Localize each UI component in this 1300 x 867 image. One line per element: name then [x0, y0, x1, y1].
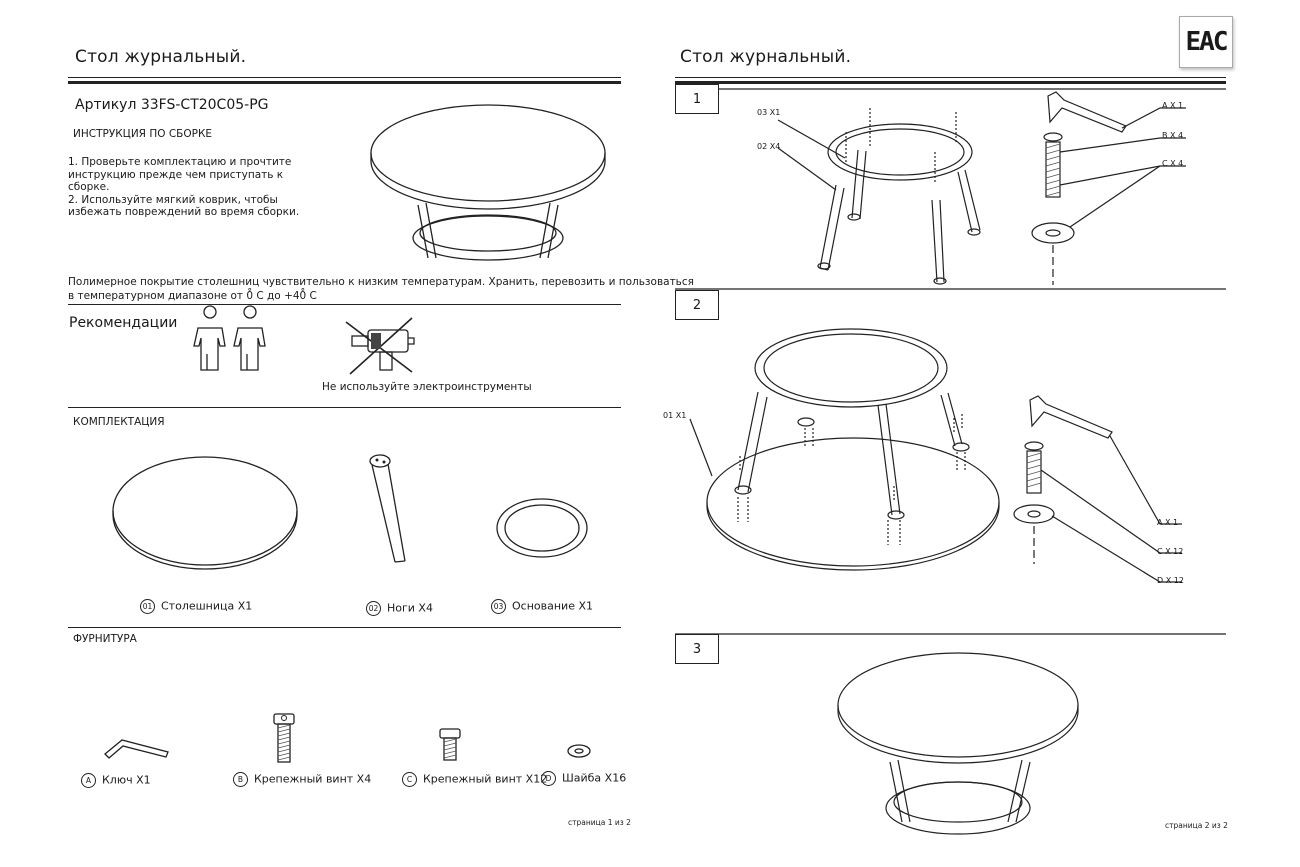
step-1-callout-legs: 02 X4 [757, 142, 781, 151]
hardware-code-badge: A [81, 773, 96, 788]
page-number-right: страница 2 из 2 [1165, 821, 1228, 830]
divider [68, 407, 621, 408]
temperature-notice: Полимерное покрытие столешниц чувствител… [68, 275, 694, 303]
title-rule [675, 77, 1226, 78]
step-1-callout-base: 03 X1 [757, 108, 781, 117]
step-2-callout-screw-c: C X 12 [1157, 547, 1184, 556]
kit-code-badge: 03 [491, 599, 506, 614]
hardware-item-screw-b: B Крепежный винт X4 [233, 772, 371, 787]
hardware-item-label: Крепежный винт X4 [254, 772, 372, 786]
hardware-item-label: Крепежный винт X12 [423, 772, 548, 786]
kit-code-badge: 02 [366, 601, 381, 616]
kit-code-badge: 01 [140, 599, 155, 614]
notice-line: в температурном диапазоне от 0̊ С до +40… [68, 290, 317, 302]
title-rule [68, 77, 621, 78]
step-2-callout-washer-d: D X 12 [1157, 576, 1184, 585]
kit-item-label: Основание X1 [512, 599, 593, 613]
instruction-line: инструкцию прежде чем приступать к [68, 168, 284, 181]
kit-item-legs: 02 Ноги X4 [366, 601, 433, 616]
eac-mark-text: EAC [1185, 27, 1229, 57]
hardware-item-label: Шайба X16 [562, 771, 627, 785]
title-rule-thick [68, 81, 621, 84]
hardware-code-badge: C [402, 772, 417, 787]
eac-mark: EAC [1179, 16, 1233, 68]
hardware-item-washer: D Шайба X16 [541, 771, 626, 786]
article-number: Артикул 33FS-CT20C05-PG [75, 97, 269, 113]
hardware-item-screw-c: C Крепежный винт X12 [402, 772, 547, 787]
instruction-line: сборке. [68, 181, 110, 193]
kit-item-label: Ноги X4 [387, 601, 433, 615]
instructions-heading: ИНСТРУКЦИЯ ПО СБОРКЕ [73, 128, 213, 140]
left-page-title: Стол журнальный. [75, 47, 247, 67]
step-number-2: 2 [675, 290, 719, 320]
hardware-heading: ФУРНИТУРА [73, 633, 137, 645]
step-1-callout-screw-c: C X 4 [1162, 159, 1184, 168]
title-rule-thick [675, 81, 1226, 84]
instructions-list: 1. Проверьте комплектацию и прочтите инс… [68, 156, 299, 219]
right-page-title: Стол журнальный. [680, 47, 852, 67]
step-1-callout-key: A X 1 [1162, 101, 1184, 110]
hardware-code-badge: D [541, 771, 556, 786]
instruction-line: 2. Используйте мягкий коврик, чтобы [68, 193, 278, 206]
notice-line: Полимерное покрытие столешниц чувствител… [68, 276, 694, 288]
instruction-line: избежать повреждений во время сборки. [68, 206, 300, 218]
kit-item-tabletop: 01 Столешница X1 [140, 599, 252, 614]
step-2-callout-tabletop: 01 X1 [663, 411, 687, 420]
kit-item-base: 03 Основание X1 [491, 599, 593, 614]
page-number-left: страница 1 из 2 [568, 818, 631, 827]
step-2-callout-key: A X 1 [1157, 518, 1179, 527]
step-number-1: 1 [675, 84, 719, 114]
divider [68, 627, 621, 628]
kit-heading: КОМПЛЕКТАЦИЯ [73, 416, 165, 428]
no-power-tools-label: Не используйте электроинструменты [322, 381, 532, 393]
hardware-code-badge: B [233, 772, 248, 787]
hardware-item-label: Ключ X1 [102, 773, 151, 787]
recommendations-heading: Рекомендации [69, 315, 178, 331]
step-1-callout-screw-b: B X 4 [1162, 131, 1184, 140]
kit-item-label: Столешница X1 [161, 599, 253, 613]
divider [68, 304, 621, 305]
hardware-item-key: A Ключ X1 [81, 773, 151, 788]
instruction-line: 1. Проверьте комплектацию и прочтите [68, 156, 292, 168]
